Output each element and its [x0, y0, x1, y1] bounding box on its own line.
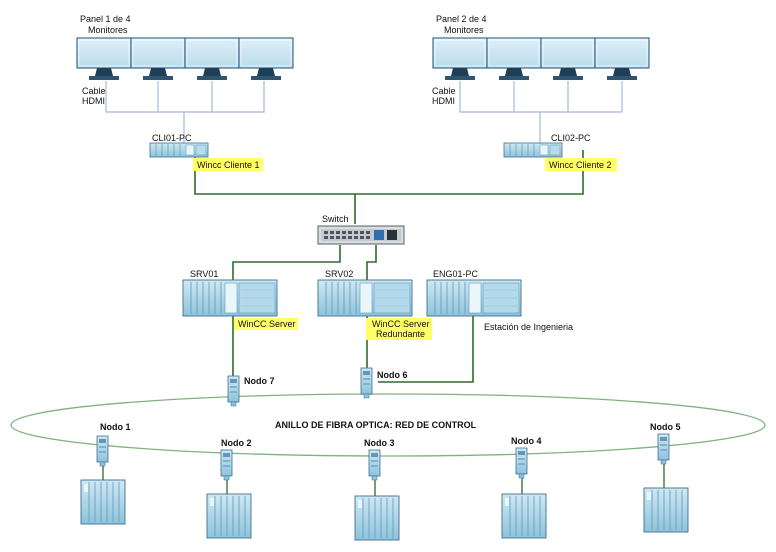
monitor-panel-2	[432, 37, 650, 81]
client-2-role: Wincc Cliente 2	[549, 160, 612, 170]
nodo-5-icon	[657, 433, 670, 465]
server-1-name: SRV01	[190, 269, 218, 279]
client-2-highlight	[545, 158, 617, 171]
panel-1-title-line2: Monitores	[88, 25, 128, 35]
monitor-icon	[594, 37, 650, 81]
panel-1-cable-line1: Cable	[82, 86, 106, 96]
nodo-6-label: Nodo 6	[377, 370, 408, 380]
switch-icon	[317, 225, 405, 245]
nodo-2-label: Nodo 2	[221, 438, 252, 448]
client-1-name: CLI01-PC	[152, 133, 192, 143]
client-1-role: Wincc Cliente 1	[197, 160, 260, 170]
plc-2-icon	[206, 493, 252, 539]
monitor-icon	[238, 37, 294, 81]
hdmi-cables-left	[105, 81, 265, 143]
nodo-1-icon	[96, 435, 109, 467]
server-2-role-line1: WinCC Server	[372, 319, 430, 329]
monitor-icon	[432, 37, 488, 81]
nodo-1-label: Nodo 1	[100, 422, 131, 432]
nodo-2-icon	[220, 449, 233, 481]
hdmi-cables-right	[459, 81, 623, 143]
monitor-icon	[540, 37, 596, 81]
nodo-4-label: Nodo 4	[511, 436, 542, 446]
field-drop-lines	[102, 462, 665, 496]
client-2-name: CLI02-PC	[551, 133, 591, 143]
monitor-panel-1	[76, 37, 294, 81]
monitor-icon	[76, 37, 132, 81]
nodo-6-icon	[360, 367, 373, 399]
monitor-icon	[184, 37, 240, 81]
nodo-3-label: Nodo 3	[364, 438, 395, 448]
monitor-icon	[486, 37, 542, 81]
nodo-5-label: Nodo 5	[650, 422, 681, 432]
panel-2-cable-line2: HDMI	[432, 96, 455, 106]
client-pc-1-icon	[149, 142, 209, 158]
panel-2-cable-line1: Cable	[432, 86, 456, 96]
panel-1-cable-line2: HDMI	[82, 96, 105, 106]
nodo-4-icon	[515, 447, 528, 479]
eng-pc-role: Estación de Ingenieria	[484, 322, 573, 332]
switch-label: Switch	[322, 214, 349, 224]
server-2-highlight	[366, 318, 432, 340]
server-1-icon	[182, 279, 278, 317]
ring-label: ANILLO DE FIBRA OPTICA: RED DE CONTROL	[275, 420, 477, 430]
monitor-icon	[130, 37, 186, 81]
ethernet-lines	[194, 150, 584, 383]
plc-1-icon	[80, 479, 126, 525]
panel-2-title-line1: Panel 2 de 4	[436, 14, 487, 24]
server-2-role-line2: Redundante	[376, 329, 425, 339]
fiber-ring	[10, 393, 766, 457]
plc-4-icon	[501, 493, 547, 539]
server-2-icon	[317, 279, 413, 317]
panel-2-title-line2: Monitores	[444, 25, 484, 35]
eng-pc-name: ENG01-PC	[433, 269, 479, 279]
client-1-highlight	[193, 158, 263, 171]
nodo-7-label: Nodo 7	[244, 376, 275, 386]
plc-3-icon	[354, 495, 400, 541]
server-2-name: SRV02	[325, 269, 353, 279]
client-pc-2-icon	[503, 142, 563, 158]
server-1-role: WinCC Server	[238, 319, 296, 329]
plc-5-icon	[643, 487, 689, 533]
nodo-7-icon	[227, 375, 240, 407]
panel-1-title-line1: Panel 1 de 4	[80, 14, 131, 24]
server-1-highlight	[234, 318, 298, 330]
eng-pc-icon	[426, 279, 522, 317]
nodo-3-icon	[368, 449, 381, 481]
